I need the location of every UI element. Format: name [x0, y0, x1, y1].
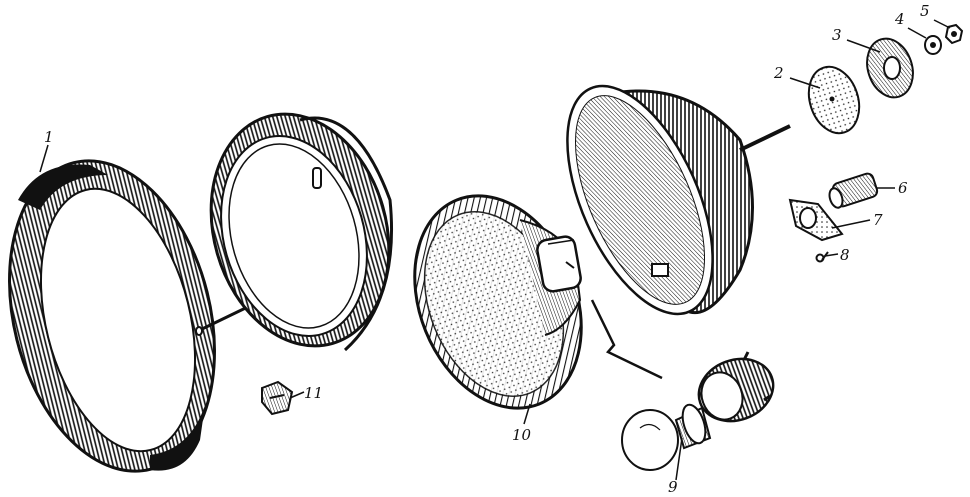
small-screw [815, 251, 829, 263]
label-5: 5 [920, 2, 930, 20]
label-10: 10 [512, 426, 532, 444]
nut [944, 23, 964, 45]
label-4: 4 [894, 10, 905, 28]
connector-plug [828, 172, 879, 209]
label-8: 8 [840, 246, 850, 264]
label-1: 1 [44, 128, 54, 146]
small-washer [924, 35, 942, 55]
housing-shell [566, 84, 791, 316]
clip [261, 380, 294, 416]
disc [807, 65, 861, 135]
flange-gasket [788, 198, 844, 242]
mounting-ring [209, 112, 394, 352]
bulb [621, 403, 712, 471]
optical-unit [413, 194, 583, 410]
wire [590, 299, 663, 380]
label-11: 11 [304, 384, 323, 402]
label-6: 6 [898, 179, 908, 197]
bulb-socket [697, 351, 775, 423]
label-9: 9 [668, 478, 678, 496]
label-2: 2 [773, 64, 784, 82]
large-washer [866, 37, 914, 99]
rim-ring [8, 159, 216, 473]
label-3: 3 [832, 26, 842, 44]
leader-lines [39, 19, 951, 481]
label-7: 7 [873, 211, 883, 229]
